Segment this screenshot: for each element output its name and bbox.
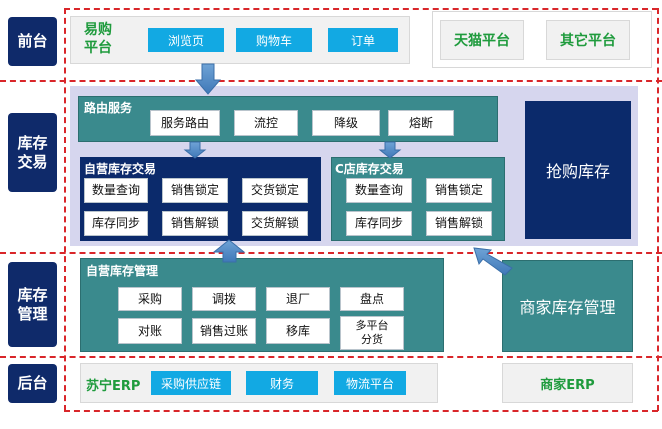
self-quantity-query-button[interactable]: 数量查询: [84, 178, 148, 203]
other-platform: 其它平台: [546, 20, 630, 60]
arrow-down-front-to-routing: [194, 63, 222, 95]
c-sale-lock-button[interactable]: 销售锁定: [426, 178, 492, 203]
move-stock-button[interactable]: 移库: [266, 318, 330, 344]
frame-top: [64, 8, 658, 10]
arrow-up-manage-to-self: [212, 239, 246, 263]
sales-posting-button[interactable]: 销售过账: [192, 318, 256, 344]
multi-platform-allocation-button[interactable]: 多平台分货: [340, 316, 404, 350]
layer-front-text: 前台: [17, 32, 48, 51]
layer-manage-text: 库存管理: [17, 285, 48, 323]
order-button[interactable]: 订单: [328, 28, 398, 52]
layer-label-trade: 库存交易: [8, 113, 57, 192]
arrow-down-routing-to-self: [183, 141, 207, 159]
degrade-button[interactable]: 降级: [312, 110, 380, 136]
stocktake-button[interactable]: 盘点: [340, 287, 404, 311]
return-factory-button[interactable]: 退厂: [266, 287, 330, 311]
layer-label-back: 后台: [8, 364, 57, 403]
self-sale-unlock-button[interactable]: 销售解锁: [162, 211, 228, 236]
self-sale-lock-button[interactable]: 销售锁定: [162, 178, 228, 203]
transfer-button[interactable]: 调拨: [192, 287, 256, 311]
c-stock-sync-button[interactable]: 库存同步: [346, 211, 412, 236]
reconcile-button[interactable]: 对账: [118, 318, 182, 344]
self-delivery-unlock-button[interactable]: 交货解锁: [242, 211, 308, 236]
frame-left: [64, 8, 66, 411]
separator-top: [0, 80, 662, 82]
arrow-diagonal-merchant-to-c: [473, 247, 513, 276]
routing-title: 路由服务: [84, 101, 133, 115]
layer-label-front: 前台: [8, 17, 57, 66]
service-routing-button[interactable]: 服务路由: [150, 110, 220, 136]
self-trade-title: 自营库存交易: [84, 162, 157, 176]
yigou-title: 易购平台: [84, 22, 112, 56]
tmall-platform: 天猫平台: [440, 20, 524, 60]
self-delivery-lock-button[interactable]: 交货锁定: [242, 178, 308, 203]
c-quantity-query-button[interactable]: 数量查询: [346, 178, 412, 203]
separator-bottom: [0, 356, 662, 358]
purchase-button[interactable]: 采购: [118, 287, 182, 311]
circuit-break-button[interactable]: 熔断: [388, 110, 454, 136]
flash-sale-inventory: 抢购库存: [525, 101, 631, 239]
frame-right: [657, 8, 659, 411]
c-sale-unlock-button[interactable]: 销售解锁: [426, 211, 492, 236]
finance-button[interactable]: 财务: [246, 371, 318, 395]
self-stock-sync-button[interactable]: 库存同步: [84, 211, 148, 236]
logistics-platform-button[interactable]: 物流平台: [334, 371, 406, 395]
layer-trade-text: 库存交易: [17, 133, 48, 171]
suning-erp-label: 苏宁ERP: [86, 379, 141, 394]
browse-page-button[interactable]: 浏览页: [148, 28, 224, 52]
c-trade-title: C店库存交易: [335, 162, 404, 176]
arrow-down-routing-to-c: [378, 141, 402, 159]
merchant-inventory-management: 商家库存管理: [502, 260, 633, 352]
layer-back-text: 后台: [17, 374, 48, 393]
cart-button[interactable]: 购物车: [236, 28, 312, 52]
layer-label-manage: 库存管理: [8, 262, 57, 347]
flow-control-button[interactable]: 流控: [234, 110, 298, 136]
self-manage-title: 自营库存管理: [86, 264, 159, 278]
purchase-supply-chain-button[interactable]: 采购供应链: [151, 371, 231, 395]
separator-middle: [0, 252, 662, 254]
frame-bottom: [64, 410, 658, 412]
merchant-erp: 商家ERP: [502, 363, 633, 403]
